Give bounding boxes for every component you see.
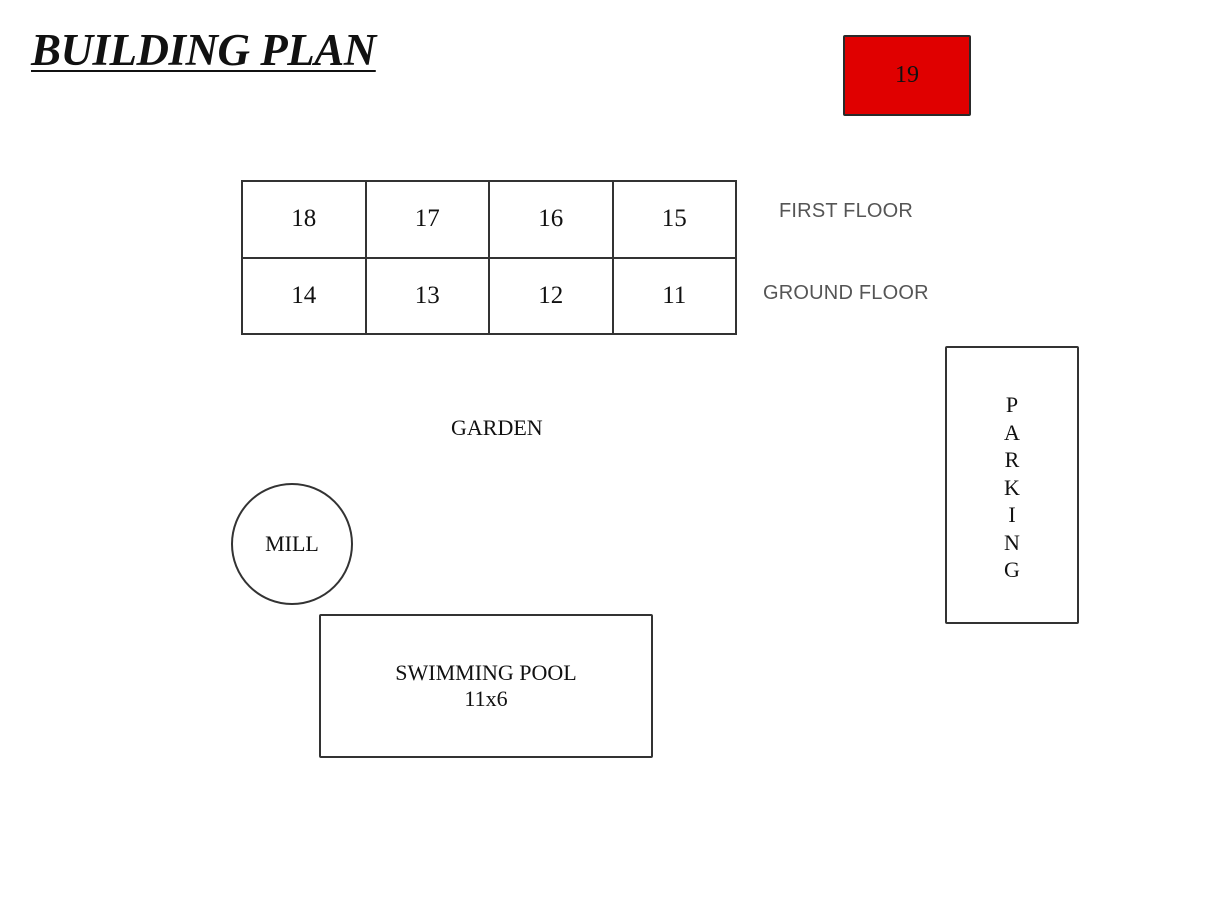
unit-cell[interactable]: 11 <box>612 257 736 334</box>
pool-label: SWIMMING POOL <box>395 660 577 685</box>
mill-label: MILL <box>265 531 319 556</box>
parking-letter: N <box>1004 529 1020 555</box>
unit-cell[interactable]: 15 <box>612 181 736 258</box>
unit-19[interactable]: 19 <box>843 35 971 116</box>
building-units-grid: 18 17 16 15 14 13 12 11 <box>241 180 737 335</box>
parking-letter: G <box>1004 557 1020 582</box>
swimming-pool[interactable]: SWIMMING POOL 11x6 <box>319 614 653 758</box>
parking-letter: R <box>1004 447 1020 472</box>
first-floor-label: FIRST FLOOR <box>779 200 914 222</box>
parking-letter: I <box>1008 502 1016 527</box>
mill-circle[interactable]: MILL <box>231 483 353 605</box>
parking-letter: P <box>1005 392 1019 417</box>
parking-letter: K <box>1004 474 1020 500</box>
unit-cell[interactable]: 17 <box>365 181 489 258</box>
unit-cell[interactable]: 13 <box>365 257 489 334</box>
pool-size: 11x6 <box>464 686 508 711</box>
unit-cell[interactable]: 12 <box>489 257 613 334</box>
garden-label: GARDEN <box>451 415 543 440</box>
unit-cell[interactable]: 14 <box>242 257 366 334</box>
parking-letter: A <box>1004 419 1020 445</box>
page-title: BUILDING PLAN <box>31 25 376 75</box>
unit-cell[interactable]: 18 <box>242 181 366 258</box>
unit-cell[interactable]: 16 <box>489 181 613 258</box>
ground-floor-label: GROUND FLOOR <box>763 282 929 304</box>
